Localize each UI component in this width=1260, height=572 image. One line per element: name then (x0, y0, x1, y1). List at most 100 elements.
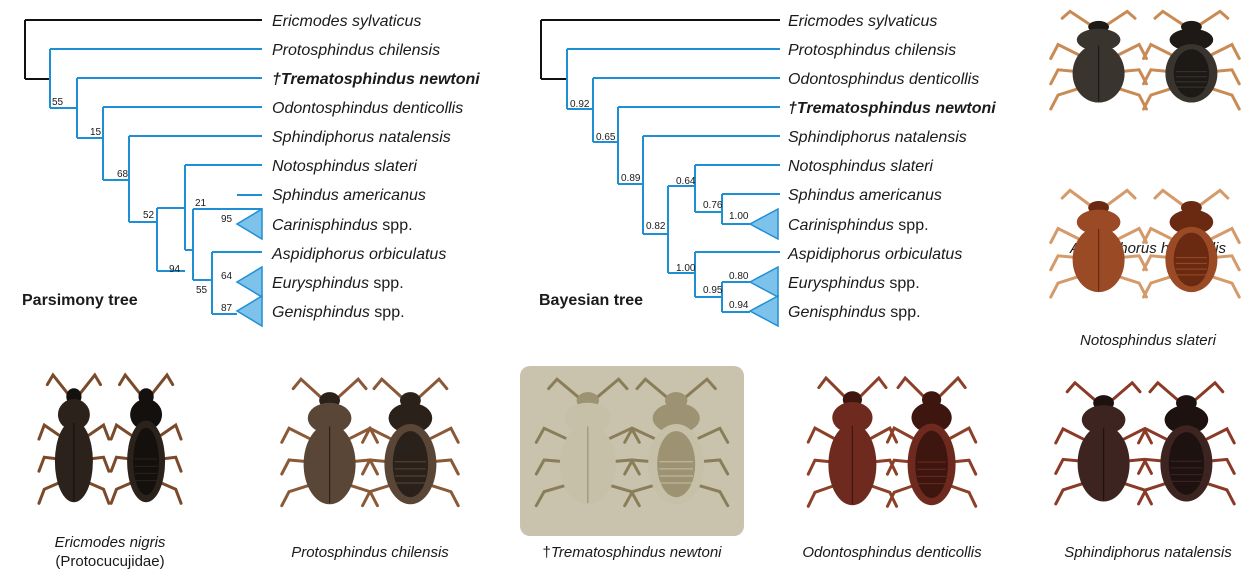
parsimony-support-value: 95 (221, 214, 233, 225)
clade-triangle-carinisphindus (237, 209, 262, 239)
bayesian-taxon-label: †Trematosphindus newtoni (788, 100, 996, 117)
taxon-suffix: spp. (894, 217, 929, 234)
bayesian-support-value: 0.76 (703, 200, 723, 211)
parsimony-taxon-label: Ericmodes sylvaticus (272, 13, 421, 30)
clade-triangle-genisphindus (237, 296, 262, 326)
dorsal-view (1056, 383, 1152, 504)
dorsal-view (39, 375, 109, 503)
taxon-name: Genisphindus (272, 304, 370, 321)
parsimony-support-value: 55 (52, 97, 64, 108)
bayesian-taxon-label: Aspidiphorus orbiculatus (787, 246, 962, 263)
parsimony-support-value: 21 (195, 198, 207, 209)
bayesian-taxon-label: Ericmodes sylvaticus (788, 13, 937, 30)
dorsal-view (1051, 11, 1147, 109)
taxon-name: Notosphindus slateri (788, 158, 933, 175)
specimen-name: Sphindiphorus natalensis (1064, 544, 1232, 561)
parsimony-taxon-label: †Trematosphindus newtoni (272, 71, 480, 88)
taxon-suffix: spp. (370, 304, 405, 321)
specimen-photo: Odontosphindus denticollis (802, 378, 982, 561)
specimen-caption: †Trematosphindus newtoni (543, 544, 723, 561)
taxon-name: Sphindiphorus natalensis (788, 129, 967, 146)
bayesian-support-values: 0.920.650.890.820.640.761.001.000.800.95… (570, 99, 749, 311)
parsimony-tree (25, 20, 262, 314)
taxon-name: Odontosphindus denticollis (788, 71, 979, 88)
bayesian-support-value: 0.89 (621, 173, 641, 184)
parsimony-support-value: 64 (221, 271, 233, 282)
taxon-name: Aspidiphorus orbiculatus (787, 246, 962, 263)
bayesian-support-value: 0.80 (729, 271, 749, 282)
taxon-name: Notosphindus slateri (272, 158, 417, 175)
parsimony-taxon-label: Carinisphindus spp. (272, 217, 413, 234)
bayesian-support-value: 0.65 (596, 132, 616, 143)
taxon-suffix: spp. (369, 275, 404, 292)
specimen-photo: Protosphindus chilensis (282, 379, 458, 561)
specimen-caption: Protosphindus chilensis (291, 544, 449, 561)
parsimony-tree-title: Parsimony tree (22, 292, 138, 309)
taxon-name: Genisphindus (788, 304, 886, 321)
parsimony-taxon-label: Eurysphindus spp. (272, 275, 404, 292)
parsimony-taxon-label: Aspidiphorus orbiculatus (271, 246, 446, 263)
bayesian-support-value: 0.94 (729, 300, 749, 311)
bayesian-support-value: 0.95 (703, 285, 723, 296)
taxon-name: Ericmodes sylvaticus (272, 13, 421, 30)
specimen-caption: Ericmodes nigris (55, 534, 166, 551)
specimen-caption: Sphindiphorus natalensis (1064, 544, 1232, 561)
parsimony-support-value: 68 (117, 169, 129, 180)
specimen-caption: Odontosphindus denticollis (802, 544, 982, 561)
taxon-name: Protosphindus chilensis (272, 42, 440, 59)
specimen-name: Trematosphindus newtoni (551, 544, 722, 561)
bayesian-taxon-label: Sphindiphorus natalensis (788, 129, 967, 146)
taxon-name: Carinisphindus (272, 217, 378, 234)
specimen-family-note: (Protocucujidae) (55, 553, 164, 570)
clade-triangle-eurysphindus (750, 267, 778, 297)
ventral-view (1144, 11, 1240, 109)
fossil-dagger: † (543, 544, 551, 561)
specimen-name: Protosphindus chilensis (291, 544, 449, 561)
parsimony-taxon-label: Protosphindus chilensis (272, 42, 440, 59)
specimen-caption: Notosphindus slateri (1080, 332, 1217, 349)
taxon-name: Carinisphindus (788, 217, 894, 234)
taxon-suffix: spp. (378, 217, 413, 234)
taxon-suffix: spp. (886, 304, 921, 321)
parsimony-taxon-label: Genisphindus spp. (272, 304, 405, 321)
parsimony-support-value: 94 (169, 264, 181, 275)
parsimony-taxon-label: Sphindus americanus (272, 187, 426, 204)
bayesian-support-value: 1.00 (676, 263, 696, 274)
parsimony-support-value: 15 (90, 127, 102, 138)
ventral-view (887, 378, 975, 506)
specimen-name: Notosphindus slateri (1080, 332, 1217, 349)
clade-triangle-eurysphindus (237, 267, 262, 297)
fossil-dagger: † (272, 71, 281, 88)
parsimony-taxon-label: Sphindiphorus natalensis (272, 129, 451, 146)
taxon-name: Odontosphindus denticollis (272, 100, 463, 117)
taxon-suffix: spp. (885, 275, 920, 292)
specimen-photo: Sphindiphorus natalensis (1056, 383, 1234, 561)
clade-triangle-carinisphindus (750, 209, 778, 239)
ventral-view (111, 375, 181, 503)
dorsal-view (808, 378, 896, 506)
bayesian-taxon-label: Carinisphindus spp. (788, 217, 929, 234)
parsimony-support-value: 52 (143, 210, 155, 221)
taxon-name: Trematosphindus newtoni (797, 100, 996, 117)
clade-triangle-genisphindus (750, 296, 778, 326)
taxon-name: Sphindus americanus (272, 187, 426, 204)
parsimony-taxon-label: Notosphindus slateri (272, 158, 417, 175)
fossil-photo-background (520, 366, 744, 536)
bayesian-taxon-label: Notosphindus slateri (788, 158, 933, 175)
taxon-name: Aspidiphorus orbiculatus (271, 246, 446, 263)
taxon-name: Sphindiphorus natalensis (272, 129, 451, 146)
specimen-photo: †Trematosphindus newtoni (520, 366, 744, 561)
specimen-name: Odontosphindus denticollis (802, 544, 982, 561)
taxon-name: Eurysphindus (272, 275, 369, 292)
taxon-name: Sphindus americanus (788, 187, 942, 204)
bayesian-support-value: 0.92 (570, 99, 590, 110)
bayesian-taxon-labels: Ericmodes sylvaticusProtosphindus chilen… (787, 13, 996, 321)
specimen-name: Ericmodes nigris (55, 534, 166, 551)
bayesian-taxon-label: Genisphindus spp. (788, 304, 921, 321)
parsimony-taxon-label: Odontosphindus denticollis (272, 100, 463, 117)
taxon-name: Trematosphindus newtoni (281, 71, 480, 88)
